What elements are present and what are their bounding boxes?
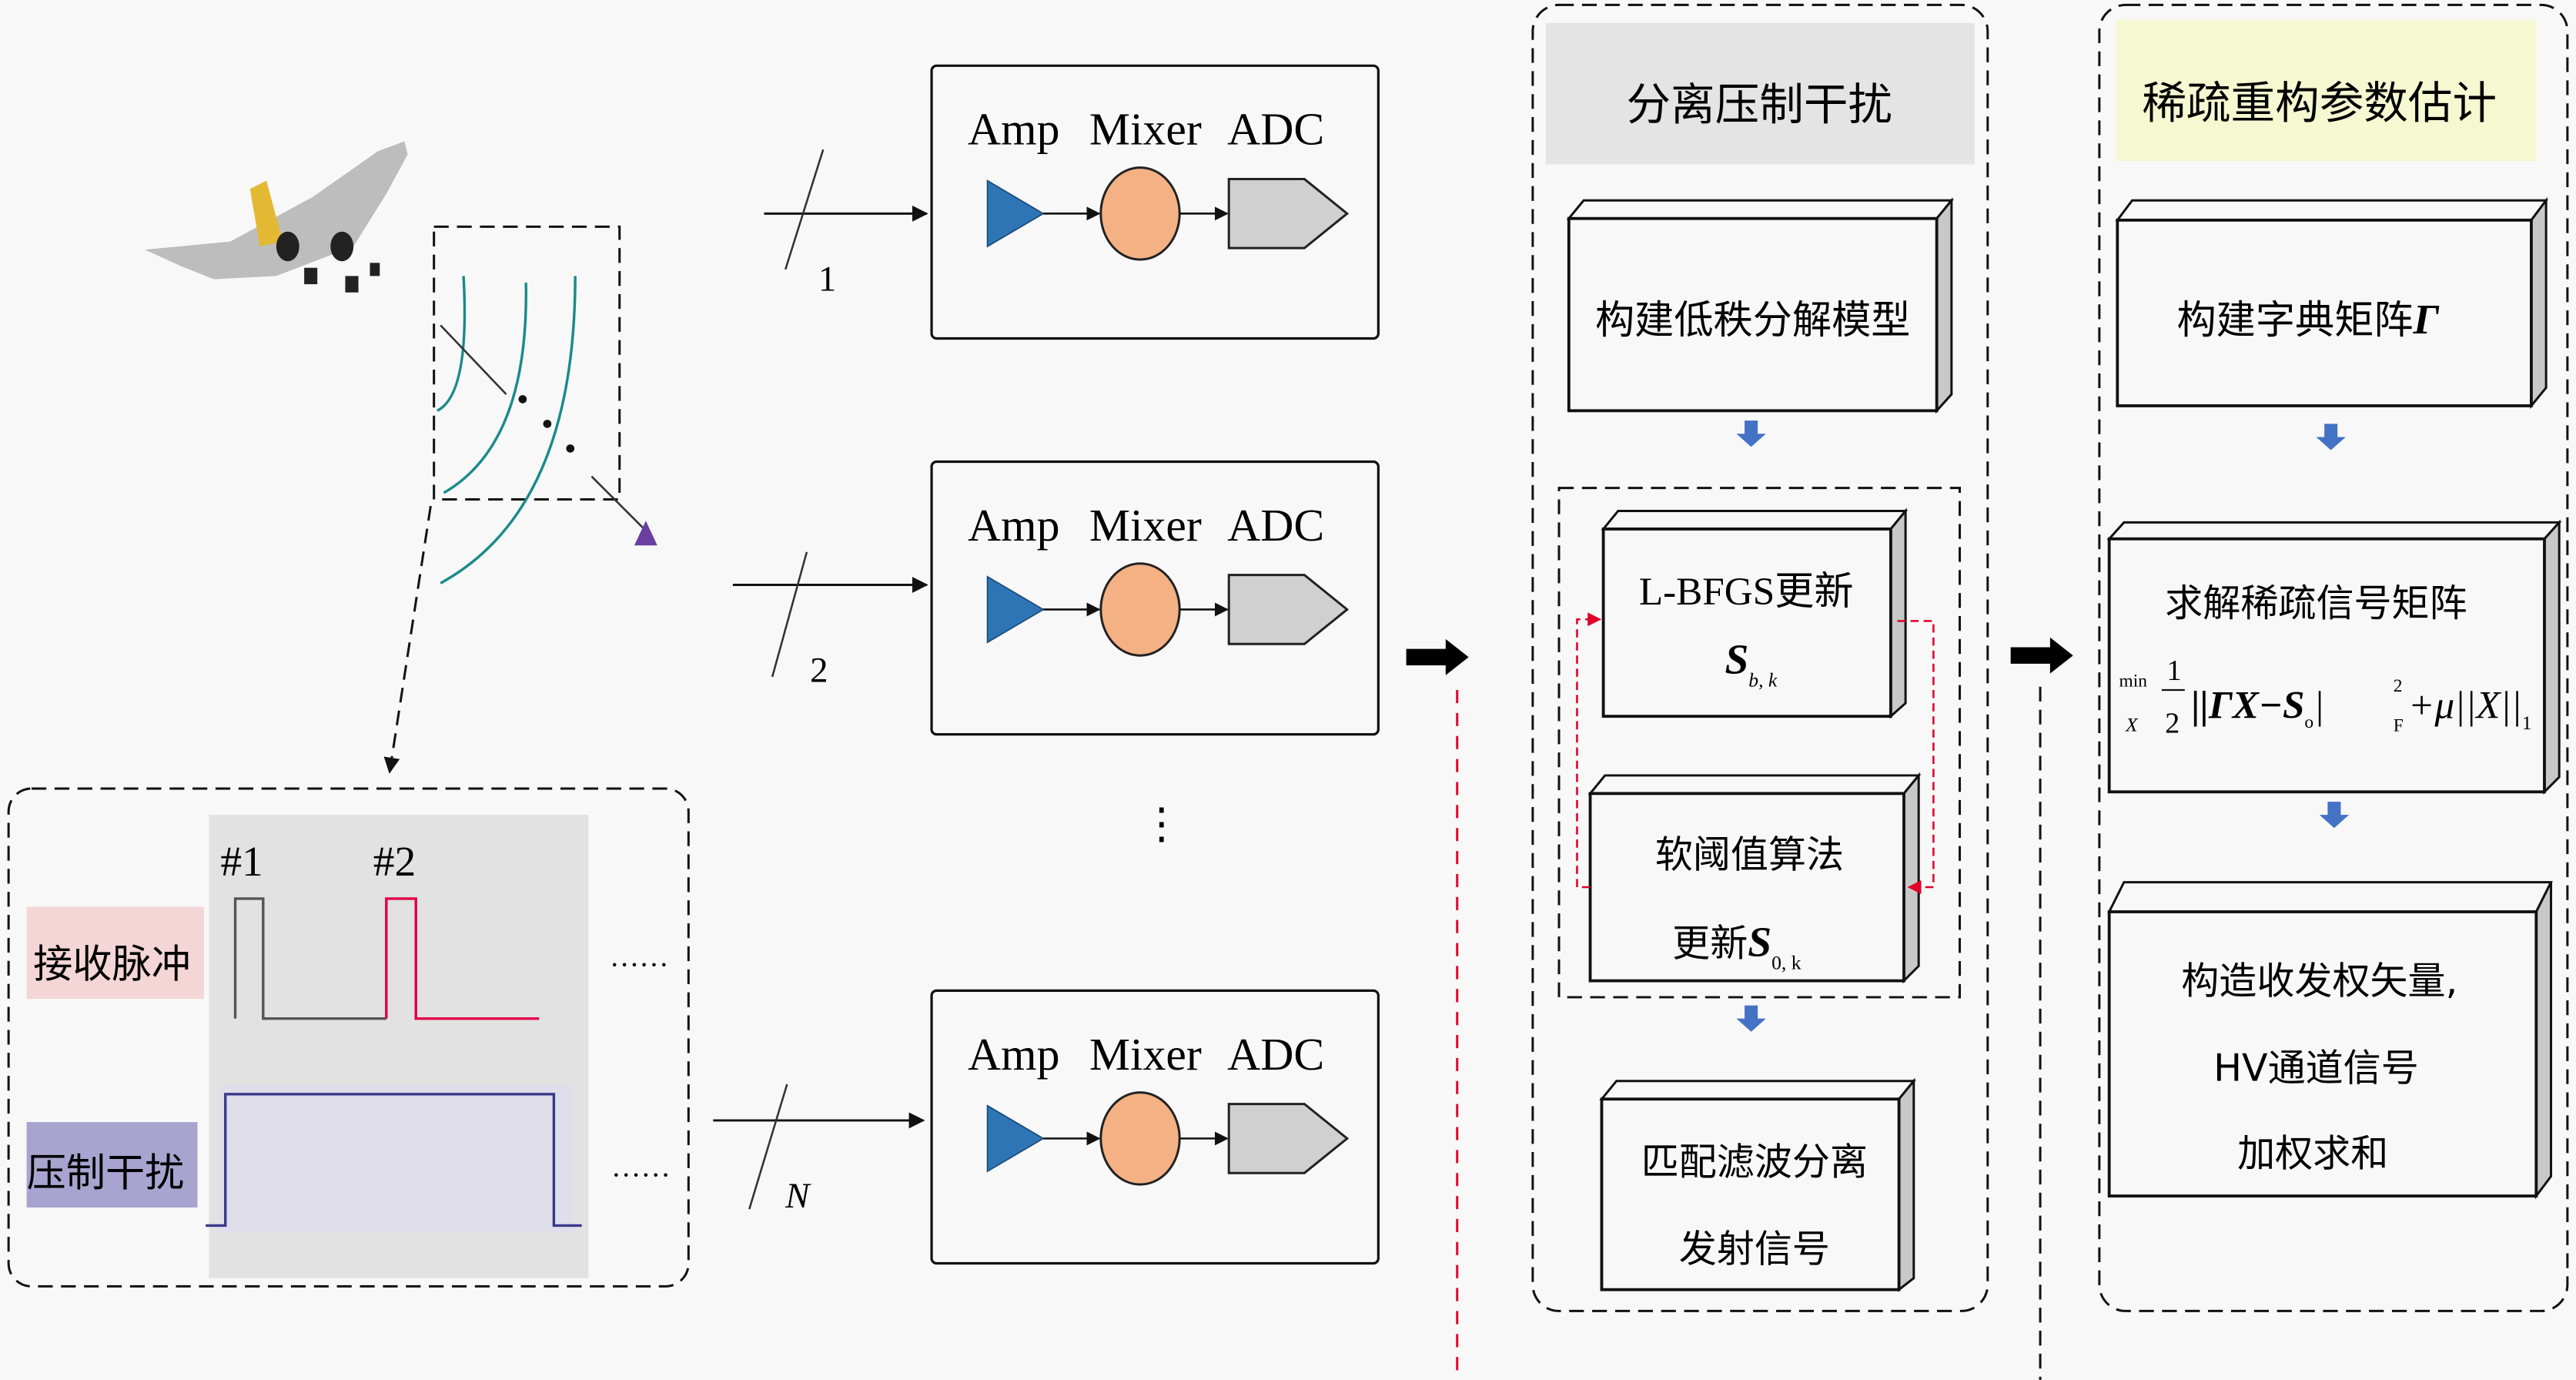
flow-arrow-down-icon [1736,1005,1766,1032]
rf-chain-n: Amp Mixer ADC [930,989,1380,1265]
feedback-loop-left [1576,612,1602,889]
channel-line-2: 2 [732,551,928,690]
weight-vector-step: 构造收发权矢量, HV通道信号 加权求和 [2107,881,2553,1200]
big-arrow-to-separation [1406,638,1469,675]
svg-text:匹配滤波分离: 匹配滤波分离 [1641,1139,1868,1184]
dashed-arrow-to-pulses [383,505,432,774]
jamming-ellipsis: …… [611,1151,671,1183]
separation-title: 分离压制干扰 [1626,79,1892,131]
build-dictionary-step: 构建字典矩阵Γ [2115,196,2549,410]
mixer-label: Mixer [1089,1029,1202,1080]
adc-label: ADC [1227,1029,1324,1080]
svg-text:2: 2 [2165,707,2180,739]
rf-chain-2: Amp Mixer ADC [930,460,1380,736]
pulse-ellipsis: …… [610,940,669,973]
adc-label: ADC [1227,500,1324,551]
svg-text:HV通道信号: HV通道信号 [2213,1046,2419,1090]
mixer-icon [1099,166,1181,261]
pulse-label-1: #1 [220,838,263,885]
aircraft-icon [145,141,408,293]
svg-text:加权求和: 加权求和 [2237,1131,2388,1176]
feedback-loop-right [1897,620,1935,894]
mixer-icon [1099,562,1181,657]
optimization-formula: min X 1 2 ||ΓX−So| 2 F +μ||X||1 [2119,655,2531,739]
solve-sparse-step: 求解稀疏信号矩阵 min X 1 2 ||ΓX−So| 2 F +μ||X||1 [2106,519,2562,795]
received-pulse-label: 接收脉冲 [33,941,191,987]
separation-panel [1531,3,1989,1312]
adc-icon [1227,574,1350,645]
jamming-waveform [206,1093,582,1228]
rf-chain-1: Amp Mixer ADC [930,64,1380,340]
radar-triangle-icon [634,521,657,546]
pulse-1-waveform [233,897,386,1020]
channel-vdots: ⋮ [1140,800,1183,847]
svg-text:更新S0, k: 更新S0, k [1672,919,1802,974]
sparse-panel [2098,3,2569,1312]
svg-text:min: min [2119,672,2147,692]
svg-text:求解稀疏信号矩阵: 求解稀疏信号矩阵 [2165,581,2467,625]
svg-text:软阈值算法: 软阈值算法 [1655,832,1844,876]
flow-arrow-down-icon [2319,802,2350,829]
amp-icon [986,1104,1045,1173]
antenna-array-icon [433,225,645,584]
pulse-panel [7,787,690,1288]
amp-label: Amp [968,1029,1059,1080]
flow-arrow-down-icon [2316,424,2346,451]
iteration-loop-group [1557,487,1962,999]
adc-icon [1227,1103,1350,1174]
amp-label: Amp [968,104,1059,155]
svg-text:||ΓX−So|: ||ΓX−So| [2191,683,2324,732]
soft-threshold-step: 软阈值算法 更新S0, k [1587,772,1922,984]
svg-text:构建字典矩阵Γ: 构建字典矩阵Γ [2176,296,2439,343]
channel-line-n: N [713,1084,925,1216]
svg-text:1: 1 [2166,655,2181,687]
adc-icon [1227,178,1350,250]
amp-icon [986,179,1045,248]
svg-text:1: 1 [818,260,836,300]
sparse-title: 稀疏重构参数估计 [2142,78,2497,129]
mixer-label: Mixer [1089,104,1202,155]
svg-text:L-BFGS更新: L-BFGS更新 [1639,570,1854,614]
svg-text:2: 2 [810,650,828,690]
adc-label: ADC [1227,104,1324,155]
svg-text:N: N [785,1176,811,1216]
flow-arrow-down-icon [1736,420,1766,447]
svg-text:+μ||X||1: +μ||X||1 [2408,683,2532,734]
channel-line-1: 1 [764,149,928,300]
big-arrow-to-sparse [2010,637,2073,674]
svg-text:发射信号: 发射信号 [1679,1226,1830,1271]
svg-text:F: F [2394,715,2404,735]
matched-filter-step: 匹配滤波分离 发射信号 [1599,1077,1916,1292]
mixer-label: Mixer [1089,500,1202,551]
svg-text:2: 2 [2394,676,2403,696]
amp-icon [986,575,1045,644]
svg-text:构建低秩分解模型: 构建低秩分解模型 [1595,297,1911,343]
mixer-icon [1099,1091,1181,1186]
lbfgs-update-step: L-BFGS更新 Sb, k [1601,507,1909,719]
build-lowrank-model-step: 构建低秩分解模型 [1566,197,1955,414]
svg-text:Sb, k: Sb, k [1725,636,1777,692]
jamming-label: 压制干扰 [27,1150,185,1196]
svg-text:构造收发权矢量,: 构造收发权矢量, [2181,959,2457,1003]
pulse-label-2: #2 [373,838,416,885]
pulse-2-waveform [385,897,540,1020]
svg-text:X: X [2125,713,2139,735]
amp-label: Amp [968,500,1059,551]
